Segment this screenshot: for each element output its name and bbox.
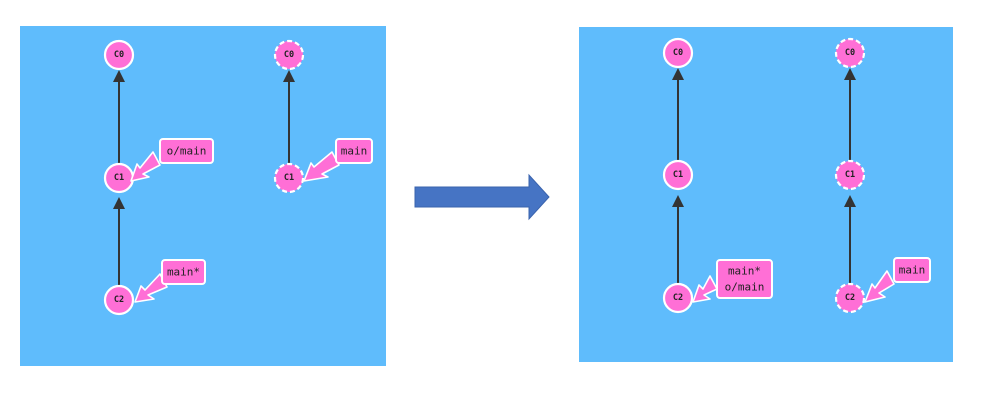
after-commit-c0-label: C0	[673, 48, 683, 58]
after-remote-commit-c2: C2	[834, 282, 866, 314]
after-panel: C0 C1 C2 main* o/main	[579, 27, 953, 362]
remote-commit-c1-label: C1	[284, 173, 294, 183]
before-local-repo: C0 C1 C2 o/main main*	[103, 39, 214, 316]
after-remote-edge-c1-to-c0	[844, 68, 856, 161]
after-branch-label-o-main: o/main	[725, 281, 765, 294]
remote-commit-c0-label: C0	[284, 50, 294, 60]
after-local-repo: C0 C1 C2 main* o/main	[662, 37, 773, 314]
branch-pointer-main-head: main*	[134, 259, 206, 303]
after-commit-c2-label: C2	[673, 293, 683, 303]
edge-c2-to-c1	[113, 197, 125, 287]
commit-c2: C2	[103, 284, 135, 316]
after-remote-commit-c1: C1	[834, 159, 866, 191]
after-commit-c0: C0	[662, 37, 694, 69]
remote-edge-c1-to-c0	[283, 70, 295, 164]
after-remote-repo: C0 C1 C2 main	[834, 37, 931, 314]
after-remote-commit-c2-label: C2	[845, 293, 855, 303]
branch-pointer-o-main: o/main	[130, 138, 214, 182]
remote-commit-c0: C0	[273, 39, 305, 71]
after-remote-branch-pointer-main: main	[864, 257, 931, 303]
after-remote-commit-c0: C0	[834, 37, 866, 69]
commit-c1: C1	[103, 162, 135, 194]
after-branch-pointer-main-and-o-main: main* o/main	[692, 259, 773, 303]
before-panel-background	[20, 26, 386, 366]
after-remote-commit-c1-label: C1	[845, 170, 855, 180]
after-remote-branch-label-main: main	[899, 264, 926, 277]
after-remote-commit-c0-label: C0	[845, 48, 855, 58]
remote-branch-label-main: main	[341, 145, 368, 158]
after-commit-c1-label: C1	[673, 170, 683, 180]
after-commit-c1: C1	[662, 159, 694, 191]
after-commit-c2: C2	[662, 282, 694, 314]
after-edge-c1-to-c0	[672, 68, 684, 161]
commit-c1-label: C1	[114, 173, 124, 183]
remote-commit-c1: C1	[273, 162, 305, 194]
branch-label-o-main: o/main	[167, 145, 207, 158]
commit-c0-label: C0	[114, 50, 124, 60]
remote-branch-pointer-main: main	[303, 138, 373, 182]
commit-c2-label: C2	[114, 295, 124, 305]
after-panel-background	[579, 27, 953, 362]
before-panel: C0 C1 C2 o/main main*	[20, 26, 386, 366]
after-edge-c2-to-c1	[672, 195, 684, 284]
edge-c1-to-c0	[113, 70, 125, 164]
after-branch-label-main-head: main*	[728, 265, 761, 278]
commit-c0: C0	[103, 39, 135, 71]
branch-label-main-head: main*	[167, 266, 200, 279]
transition-arrow	[414, 173, 550, 221]
after-remote-edge-c2-to-c1	[844, 195, 856, 284]
before-remote-repo: C0 C1 main	[273, 39, 373, 194]
